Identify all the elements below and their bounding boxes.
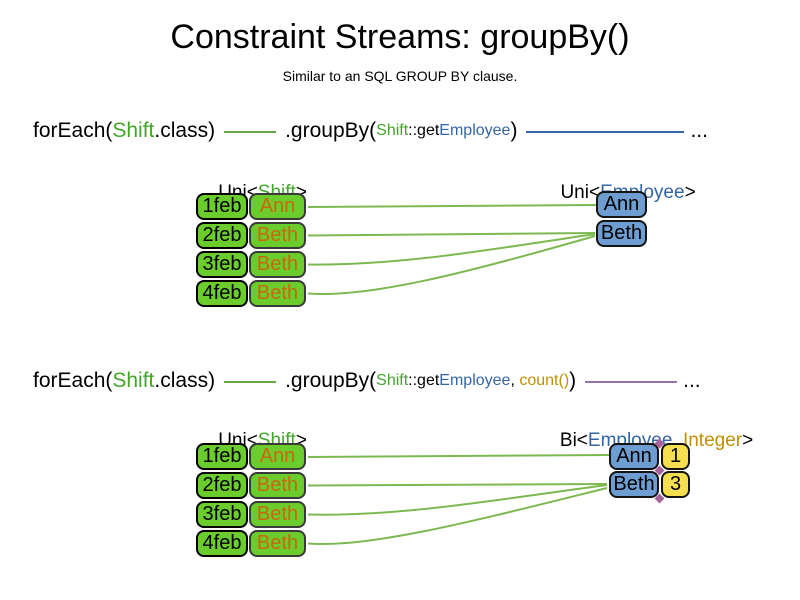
- code2-shift-class: Shift: [112, 369, 155, 392]
- code1-close-paren: ): [510, 119, 518, 142]
- code1-shift-class: Shift: [112, 119, 155, 142]
- uni-shift-2-post: >: [295, 430, 307, 451]
- shift-employee-cell: Beth: [249, 501, 306, 528]
- groupby-stream-line-1: [526, 131, 685, 133]
- shift-employee-cell: Ann: [249, 193, 306, 220]
- code2-arg-count: count(): [519, 372, 570, 389]
- shift-date-cell: 4feb: [196, 280, 248, 307]
- shift-employee-cell: Beth: [249, 222, 306, 249]
- group-box-beth-2: Beth: [609, 471, 659, 498]
- table-row: 3feb Beth: [196, 501, 306, 528]
- code1-foreach: forEach(: [33, 119, 113, 142]
- groupby-stream-line-2: [585, 381, 678, 383]
- code1-arg-employee: Employee: [439, 122, 511, 139]
- shift-employee-cell: Beth: [249, 280, 306, 307]
- bi-label-pre: Bi<: [559, 430, 588, 451]
- table-row: 4feb Beth: [196, 530, 306, 557]
- uni-shift-1-post: >: [295, 182, 307, 203]
- shift-table-1: 1feb Ann 2feb Beth 3feb Beth 4feb Beth: [196, 193, 306, 307]
- uni-employee-pre: Uni<: [560, 182, 601, 203]
- subtitle: Similar to an SQL GROUP BY clause.: [282, 68, 518, 84]
- connector-s1-row1-ann: [307, 204, 598, 208]
- table-row: 1feb Ann: [196, 443, 306, 470]
- group-box-ann-2: Ann: [609, 443, 659, 470]
- code2-close-paren: ): [569, 369, 577, 392]
- code1-class-close: .class): [154, 119, 216, 142]
- code2-groupby: .groupBy(: [285, 369, 377, 392]
- bi-label-comma: ,: [672, 430, 683, 451]
- shift-date-cell: 1feb: [196, 193, 248, 220]
- shift-date-cell: 3feb: [196, 251, 248, 278]
- shift-date-cell: 2feb: [196, 472, 248, 499]
- code2-arg-getter: ::get: [408, 372, 440, 389]
- connector-s2-row4-beth: [307, 487, 608, 545]
- bi-label-post: >: [742, 430, 754, 451]
- connector-s1-row4-beth: [307, 235, 596, 295]
- shift-employee-cell: Beth: [249, 251, 306, 278]
- connector-s2-row3-beth: [307, 484, 608, 516]
- code2-ellipsis: ...: [683, 369, 701, 392]
- uni-employee-post: >: [684, 182, 696, 203]
- code2-class-close: .class): [154, 369, 216, 392]
- bi-label-integer: Integer: [682, 430, 743, 451]
- table-row: 2feb Beth: [196, 222, 306, 249]
- code2-foreach: forEach(: [33, 369, 113, 392]
- code1-arg-getter: ::get: [408, 122, 440, 139]
- shift-date-cell: 4feb: [196, 530, 248, 557]
- code2-arg-comma: ,: [510, 372, 520, 389]
- shift-date-cell: 3feb: [196, 501, 248, 528]
- connector-s1-row2-beth: [307, 232, 596, 237]
- code2-arg-employee: Employee: [439, 372, 511, 389]
- connector-s1-row3-beth: [307, 233, 596, 266]
- group-box-beth-1: Beth: [596, 220, 647, 247]
- code-line-2: forEach(Shift.class) .groupBy(Shift::get…: [33, 368, 701, 394]
- connector-s2-row2-beth: [307, 483, 608, 487]
- shift-date-cell: 2feb: [196, 222, 248, 249]
- code1-ellipsis: ...: [690, 119, 708, 142]
- table-row: 2feb Beth: [196, 472, 306, 499]
- shift-date-cell: 1feb: [196, 443, 248, 470]
- foreach-stream-line-2: [224, 381, 277, 383]
- shift-employee-cell: Beth: [249, 530, 306, 557]
- count-box-beth: 3: [661, 471, 690, 498]
- group-box-ann-1: Ann: [596, 191, 647, 218]
- connector-s2-row1-ann: [307, 454, 611, 458]
- code1-groupby: .groupBy(: [285, 119, 377, 142]
- count-box-ann: 1: [661, 443, 690, 470]
- foreach-stream-line-1: [224, 131, 277, 133]
- code-line-1: forEach(Shift.class) .groupBy(Shift::get…: [33, 118, 708, 144]
- code1-arg-shift: Shift: [376, 122, 409, 139]
- table-row: 4feb Beth: [196, 280, 306, 307]
- shift-employee-cell: Ann: [249, 443, 306, 470]
- table-row: 3feb Beth: [196, 251, 306, 278]
- page-title: Constraint Streams: groupBy(): [170, 18, 630, 56]
- shift-employee-cell: Beth: [249, 472, 306, 499]
- shift-table-2: 1feb Ann 2feb Beth 3feb Beth 4feb Beth: [196, 443, 306, 557]
- table-row: 1feb Ann: [196, 193, 306, 220]
- code2-arg-shift: Shift: [376, 372, 409, 389]
